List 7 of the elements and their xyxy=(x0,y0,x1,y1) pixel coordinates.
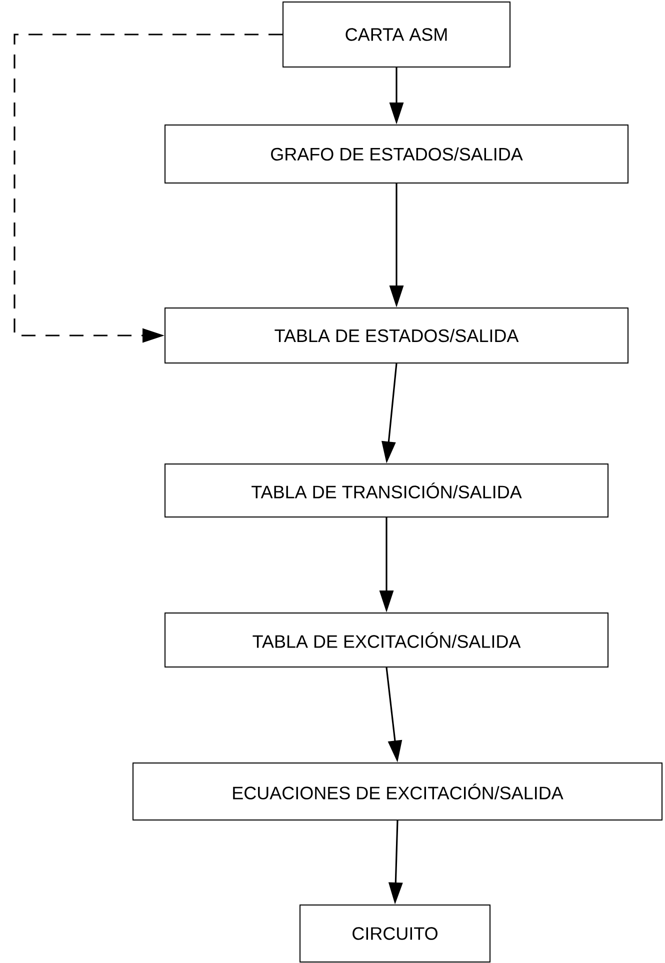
process-box: GRAFO DE ESTADOS/SALIDA xyxy=(164,124,628,184)
process-box: CIRCUITO xyxy=(300,904,490,962)
process-box: ECUACIONES DE EXCITACIÓN/SALIDA xyxy=(132,762,662,820)
process-box: TABLA DE ESTADOS/SALIDA xyxy=(164,308,628,364)
process-box: TABLA DE TRANSICIÓN/SALIDA xyxy=(164,464,608,518)
process-box: CARTA ASM xyxy=(282,2,510,68)
process-box: TABLA DE EXCITACIÓN/SALIDA xyxy=(164,612,608,668)
